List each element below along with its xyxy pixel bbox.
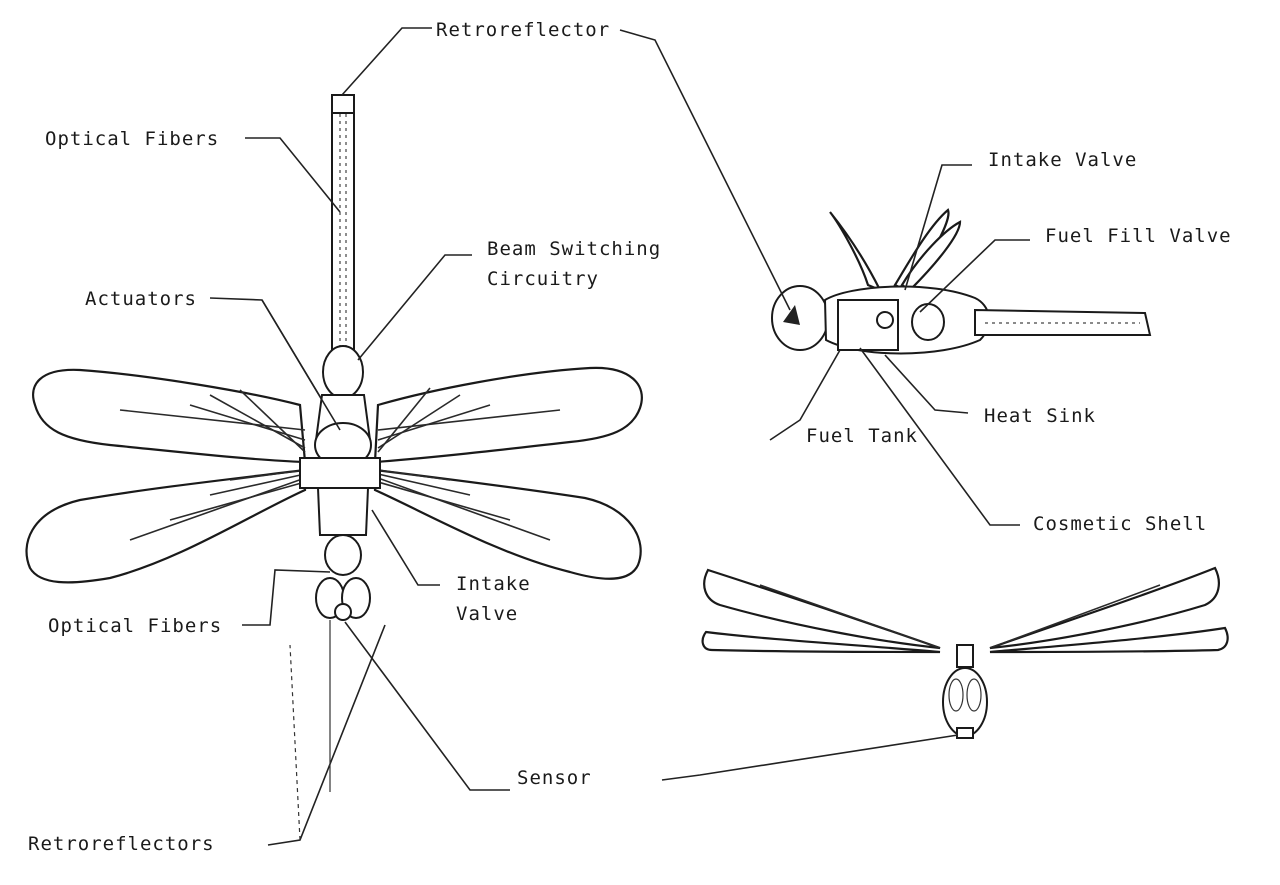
retroreflector-tip xyxy=(331,94,355,114)
lower-body xyxy=(316,487,370,536)
right-wing-veins xyxy=(377,387,561,541)
top-view-dragonfly xyxy=(25,94,643,621)
label-heat-sink: Heat Sink xyxy=(984,405,1096,427)
label-fuel-tank: Fuel Tank xyxy=(806,425,918,447)
label-beam-switching-2: Circuitry xyxy=(487,268,599,290)
front-lower-left-wing xyxy=(701,630,941,654)
front-sensor xyxy=(956,727,974,739)
neck xyxy=(324,534,362,576)
leader-lines xyxy=(209,27,1030,846)
label-intake-valve-left-2: Valve xyxy=(456,603,518,625)
side-head xyxy=(771,285,829,351)
left-wing-veins xyxy=(119,389,306,541)
label-beam-switching-1: Beam Switching xyxy=(487,238,661,260)
side-retroreflector-mark xyxy=(783,305,800,325)
side-view-dragonfly xyxy=(771,208,1152,355)
label-optical-fibers-bottom: Optical Fibers xyxy=(48,615,222,637)
front-view-dragonfly xyxy=(701,566,1229,739)
wing-junction-band xyxy=(299,457,381,489)
side-wing-front-2 xyxy=(900,220,962,292)
label-cosmetic-shell: Cosmetic Shell xyxy=(1033,513,1207,535)
label-intake-valve-left-1: Intake xyxy=(456,573,531,595)
upper-body-capsule xyxy=(322,345,364,399)
label-sensor: Sensor xyxy=(517,767,592,789)
head-center xyxy=(334,603,352,621)
side-heat-sink xyxy=(911,303,945,341)
front-upper-right-wing xyxy=(989,566,1220,650)
label-retroreflector-top: Retroreflector xyxy=(436,19,610,41)
label-fuel-fill-valve: Fuel Fill Valve xyxy=(1045,225,1232,247)
label-actuators: Actuators xyxy=(85,288,197,310)
label-intake-valve-right: Intake Valve xyxy=(988,149,1137,171)
lower-left-wing xyxy=(25,468,307,584)
labels: Retroreflector Optical Fibers Beam Switc… xyxy=(28,19,1232,855)
side-valve xyxy=(876,311,894,329)
front-lower-right-wing xyxy=(989,626,1229,654)
label-optical-fibers-top: Optical Fibers xyxy=(45,128,219,150)
tail-segment xyxy=(331,94,355,356)
side-wing-rear xyxy=(829,211,883,293)
front-thorax xyxy=(956,644,974,668)
label-retroreflectors: Retroreflectors xyxy=(28,833,215,855)
